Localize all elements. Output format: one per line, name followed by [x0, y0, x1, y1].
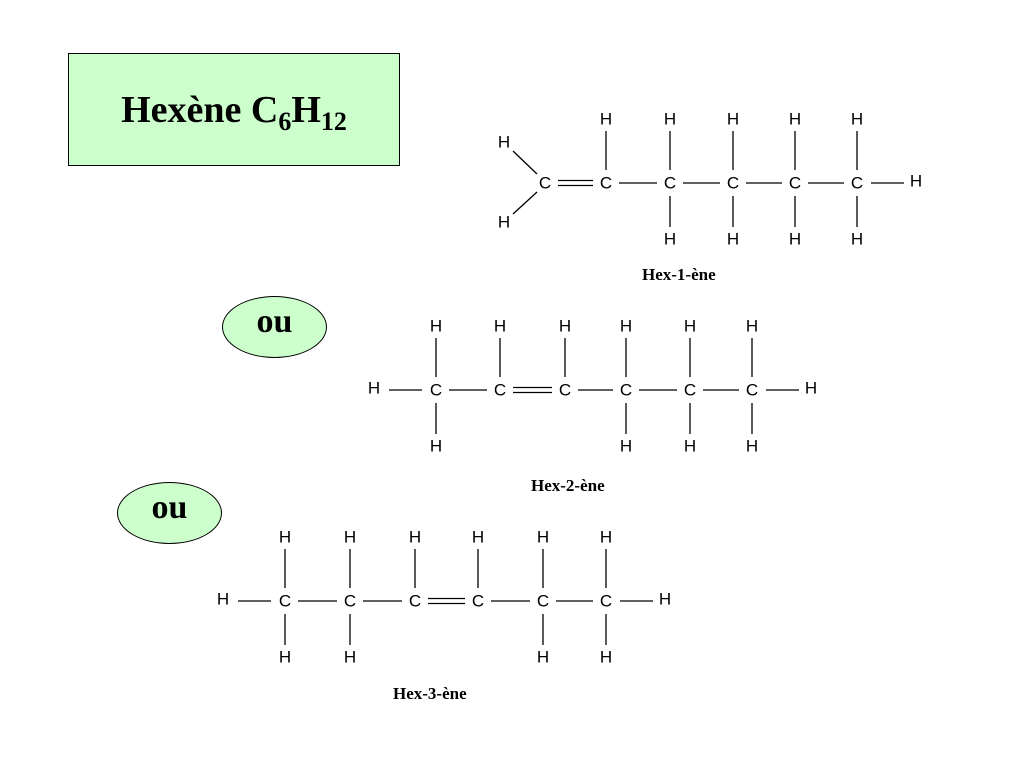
mol3-h-left: H [217, 590, 229, 609]
mol1-bond-h-upper-left [512, 150, 538, 175]
mol2-h-top-2: H [494, 317, 506, 336]
mol1-h-right: H [910, 172, 922, 191]
mol3-h-right: H [659, 590, 671, 609]
mol2-h-top-6: H [746, 317, 758, 336]
mol1-carbon-4: C [727, 174, 739, 193]
mol2-carbon-4: C [620, 381, 632, 400]
mol1-h-top-2: H [600, 110, 612, 129]
hydrogen-subscript: 12 [320, 106, 347, 136]
mol2-h-bottom-4: H [620, 437, 632, 456]
mol2-carbon-1: C [430, 381, 442, 400]
mol1-h-top-4: H [727, 110, 739, 129]
mol3-carbon-3: C [409, 592, 421, 611]
mol3-h-bottom-6: H [600, 648, 612, 667]
mol3-h-top-4: H [472, 528, 484, 547]
mol2-carbon-5: C [684, 381, 696, 400]
mol2-h-bottom-1: H [430, 437, 442, 456]
mol1-bond-h-lower-left [512, 191, 538, 215]
mol2-h-left: H [368, 379, 380, 398]
mol2-h-top-1: H [430, 317, 442, 336]
mol3-carbon-2: C [344, 592, 356, 611]
mol3-h-bottom-1: H [279, 648, 291, 667]
ou-bubble-1: ou [222, 296, 327, 358]
mol2-h-top-3: H [559, 317, 571, 336]
mol2-h-top-5: H [684, 317, 696, 336]
mol2-carbon-3: C [559, 381, 571, 400]
mol1-h-lower-left: H [498, 213, 510, 232]
mol3-h-top-3: H [409, 528, 421, 547]
mol3-carbon-4: C [472, 592, 484, 611]
mol1-h-top-6: H [851, 110, 863, 129]
mol2-carbon-6: C [746, 381, 758, 400]
mol3-carbon-1: C [279, 592, 291, 611]
mol1-h-upper-left: H [498, 133, 510, 152]
mol2-h-bottom-5: H [684, 437, 696, 456]
mol1-carbon-3: C [664, 174, 676, 193]
mol3-h-bottom-5: H [537, 648, 549, 667]
mol1-h-bottom-4: H [727, 230, 739, 249]
title-box: Hexène C6H12 [68, 53, 400, 166]
mol1-carbon-6: C [851, 174, 863, 193]
mol1-carbon-1: C [539, 174, 551, 193]
mol2-h-right: H [805, 379, 817, 398]
mol2-h-top-4: H [620, 317, 632, 336]
mol3-h-top-2: H [344, 528, 356, 547]
mol3-h-top-1: H [279, 528, 291, 547]
mol3-h-top-6: H [600, 528, 612, 547]
mol1-h-bottom-6: H [851, 230, 863, 249]
mol1-carbon-2: C [600, 174, 612, 193]
molecule-name-hex-1-ene: Hex-1-ène [642, 265, 716, 284]
mol2-carbon-2: C [494, 381, 506, 400]
mol1-carbon-5: C [789, 174, 801, 193]
mol3-carbon-5: C [537, 592, 549, 611]
ou-bubble-2: ou [117, 482, 222, 544]
mol3-h-bottom-2: H [344, 648, 356, 667]
molecule-name-hex-3-ene: Hex-3-ène [393, 684, 467, 703]
mol1-h-top-5: H [789, 110, 801, 129]
molecule-name-hex-2-ene: Hex-2-ène [531, 476, 605, 495]
carbon-subscript: 6 [278, 106, 292, 136]
mol3-h-top-5: H [537, 528, 549, 547]
mol1-h-bottom-5: H [789, 230, 801, 249]
mol1-h-top-3: H [664, 110, 676, 129]
title-text: Hexène C6H12 [121, 88, 347, 136]
mol2-h-bottom-6: H [746, 437, 758, 456]
mol1-h-bottom-3: H [664, 230, 676, 249]
mol3-carbon-6: C [600, 592, 612, 611]
